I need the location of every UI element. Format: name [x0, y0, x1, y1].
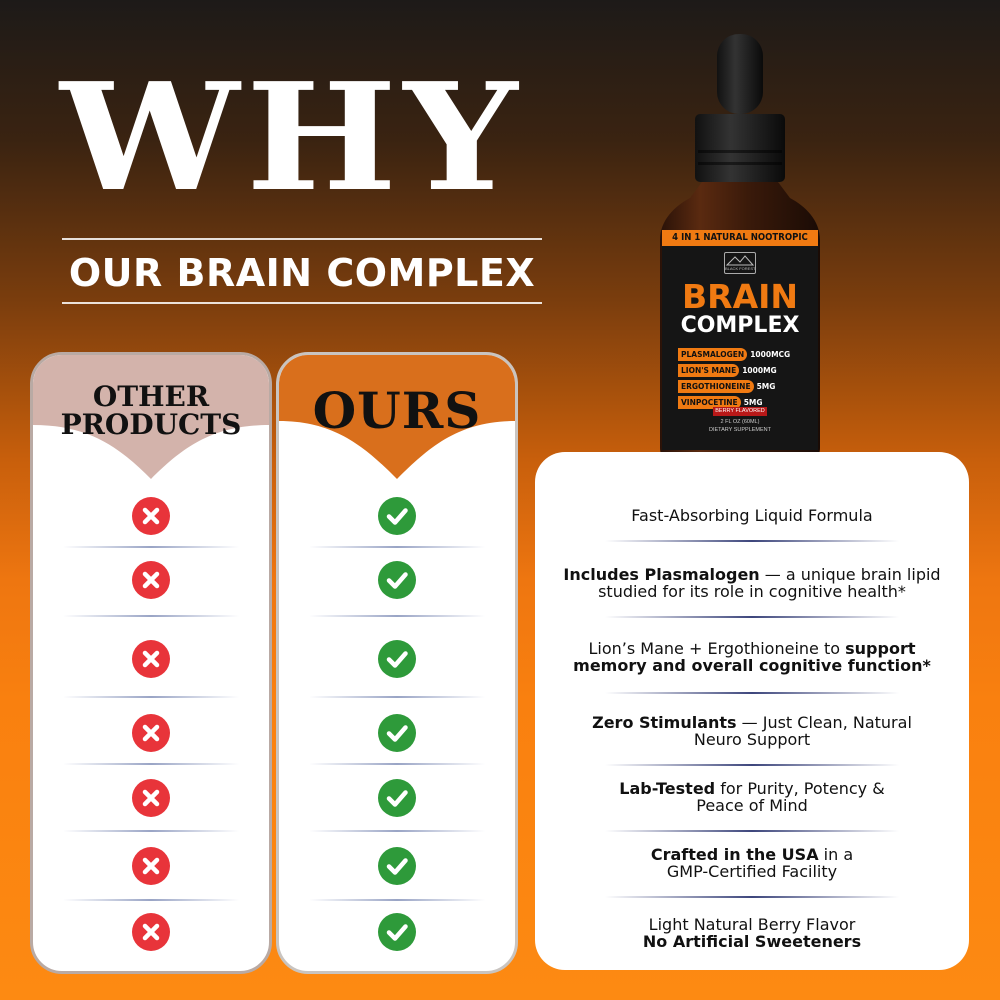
row-divider	[309, 830, 485, 832]
feature-lab-tested: Lab-Tested for Purity, Potency & Peace o…	[551, 780, 953, 814]
bottle-title-brain: BRAIN	[682, 277, 798, 316]
feature-7-line1: Light Natural Berry Flavor	[648, 915, 856, 934]
feature-berry-flavor: Light Natural Berry Flavor No Artificial…	[551, 916, 953, 950]
feature-3-line2: memory and overall cognitive function*	[573, 656, 931, 675]
features-card: Fast-Absorbing Liquid Formula Includes P…	[535, 452, 969, 970]
other-products-header: OTHER PRODUCTS	[33, 355, 269, 481]
feature-7-line2: No Artificial Sweeteners	[642, 932, 862, 951]
check-icon	[378, 497, 416, 535]
divider-top	[62, 238, 542, 240]
row-divider	[309, 899, 485, 901]
feature-2-line2: studied for its role in cognitive health…	[598, 582, 906, 601]
ingredient-dose: 5MG	[743, 398, 763, 407]
bottle-brand-text: BLACK FOREST	[725, 266, 756, 271]
ingredient-name: PLASMALOGEN	[678, 348, 748, 361]
feature-5-rest: for Purity, Potency &	[715, 779, 885, 798]
feature-4-bold: Zero Stimulants	[592, 713, 737, 732]
row-divider	[63, 830, 239, 832]
ours-title: OURS	[312, 381, 482, 440]
feature-divider-5	[605, 830, 899, 832]
ingredient-dose: 1000MG	[742, 366, 777, 375]
feature-zero-stimulants: Zero Stimulants — Just Clean, Natural Ne…	[551, 714, 953, 748]
check-icon	[378, 913, 416, 951]
feature-divider-4	[605, 764, 899, 766]
feature-6-bold: Crafted in the USA	[650, 845, 819, 864]
feature-5-line2: Peace of Mind	[696, 796, 808, 815]
feature-3-bold: support	[845, 639, 916, 658]
x-icon	[132, 847, 170, 885]
row-divider	[309, 546, 485, 548]
bottle-flavor: BERRY FLAVORED	[713, 407, 767, 416]
feature-6-rest: in a	[818, 845, 854, 864]
feature-2-bold: Includes Plasmalogen	[563, 565, 760, 584]
x-icon	[132, 561, 170, 599]
feature-divider-2	[605, 616, 899, 618]
feature-crafted-usa: Crafted in the USA in a GMP-Certified Fa…	[551, 846, 953, 880]
ingredient-dose: 1000MCG	[750, 350, 791, 359]
feature-4-line2: Neuro Support	[693, 730, 811, 749]
feature-liquid-formula: Fast-Absorbing Liquid Formula	[551, 507, 953, 524]
feature-5-bold: Lab-Tested	[619, 779, 716, 798]
x-icon	[132, 714, 170, 752]
check-icon	[378, 640, 416, 678]
check-icon	[378, 561, 416, 599]
row-divider	[63, 615, 239, 617]
row-divider	[309, 696, 485, 698]
bottle-brand-mark: BLACK FOREST	[724, 252, 756, 274]
ours-header: OURS	[279, 355, 515, 481]
row-divider	[63, 899, 239, 901]
other-title-line1: OTHER	[92, 380, 210, 413]
ours-column: OURS	[276, 352, 518, 974]
row-divider	[309, 615, 485, 617]
headline-subtitle: OUR BRAIN COMPLEX	[68, 251, 536, 295]
ingredient-name: ERGOTHIONEINE	[678, 380, 754, 393]
bottle-volume: 2 FL OZ (60ML)	[720, 419, 760, 425]
x-icon	[132, 497, 170, 535]
ingredient-dose: 5MG	[756, 382, 776, 391]
feature-divider-1	[605, 540, 899, 542]
feature-6-line2: GMP-Certified Facility	[666, 862, 838, 881]
feature-3-lead: Lion’s Mane + Ergothioneine to	[588, 639, 846, 658]
bottle-banner: 4 IN 1 NATURAL NOOTROPIC	[672, 232, 808, 243]
x-icon	[132, 913, 170, 951]
mountain-icon	[725, 255, 755, 266]
other-products-column: OTHER PRODUCTS	[30, 352, 272, 974]
row-divider	[63, 696, 239, 698]
bottle-title-complex: COMPLEX	[680, 313, 800, 338]
check-icon	[378, 714, 416, 752]
ingredient-name: VINPOCETINE	[678, 396, 741, 409]
check-icon	[378, 847, 416, 885]
feature-lions-mane: Lion’s Mane + Ergothioneine to support m…	[551, 640, 953, 674]
headline-why: WHY	[60, 50, 525, 224]
ingredient-name: LION'S MANE	[678, 364, 740, 377]
other-products-title: OTHER PRODUCTS	[33, 383, 269, 439]
x-icon	[132, 640, 170, 678]
x-icon	[132, 779, 170, 817]
row-divider	[309, 763, 485, 765]
bottle-type: DIETARY SUPPLEMENT	[708, 427, 772, 433]
product-bottle: 4 IN 1 NATURAL NOOTROPIC BLACK FOREST BR…	[640, 30, 840, 470]
row-divider	[63, 763, 239, 765]
feature-plasmalogen: Includes Plasmalogen — a unique brain li…	[551, 566, 953, 600]
other-title-line2: PRODUCTS	[60, 408, 242, 441]
feature-1-text: Fast-Absorbing Liquid Formula	[631, 506, 873, 525]
feature-4-rest: — Just Clean, Natural	[736, 713, 912, 732]
row-divider	[63, 546, 239, 548]
feature-divider-3	[605, 692, 899, 694]
feature-2-rest: — a unique brain lipid	[759, 565, 941, 584]
feature-divider-6	[605, 896, 899, 898]
other-header-wave	[33, 355, 269, 479]
check-icon	[378, 779, 416, 817]
divider-bottom	[62, 302, 542, 304]
ours-header-wave	[279, 355, 515, 479]
